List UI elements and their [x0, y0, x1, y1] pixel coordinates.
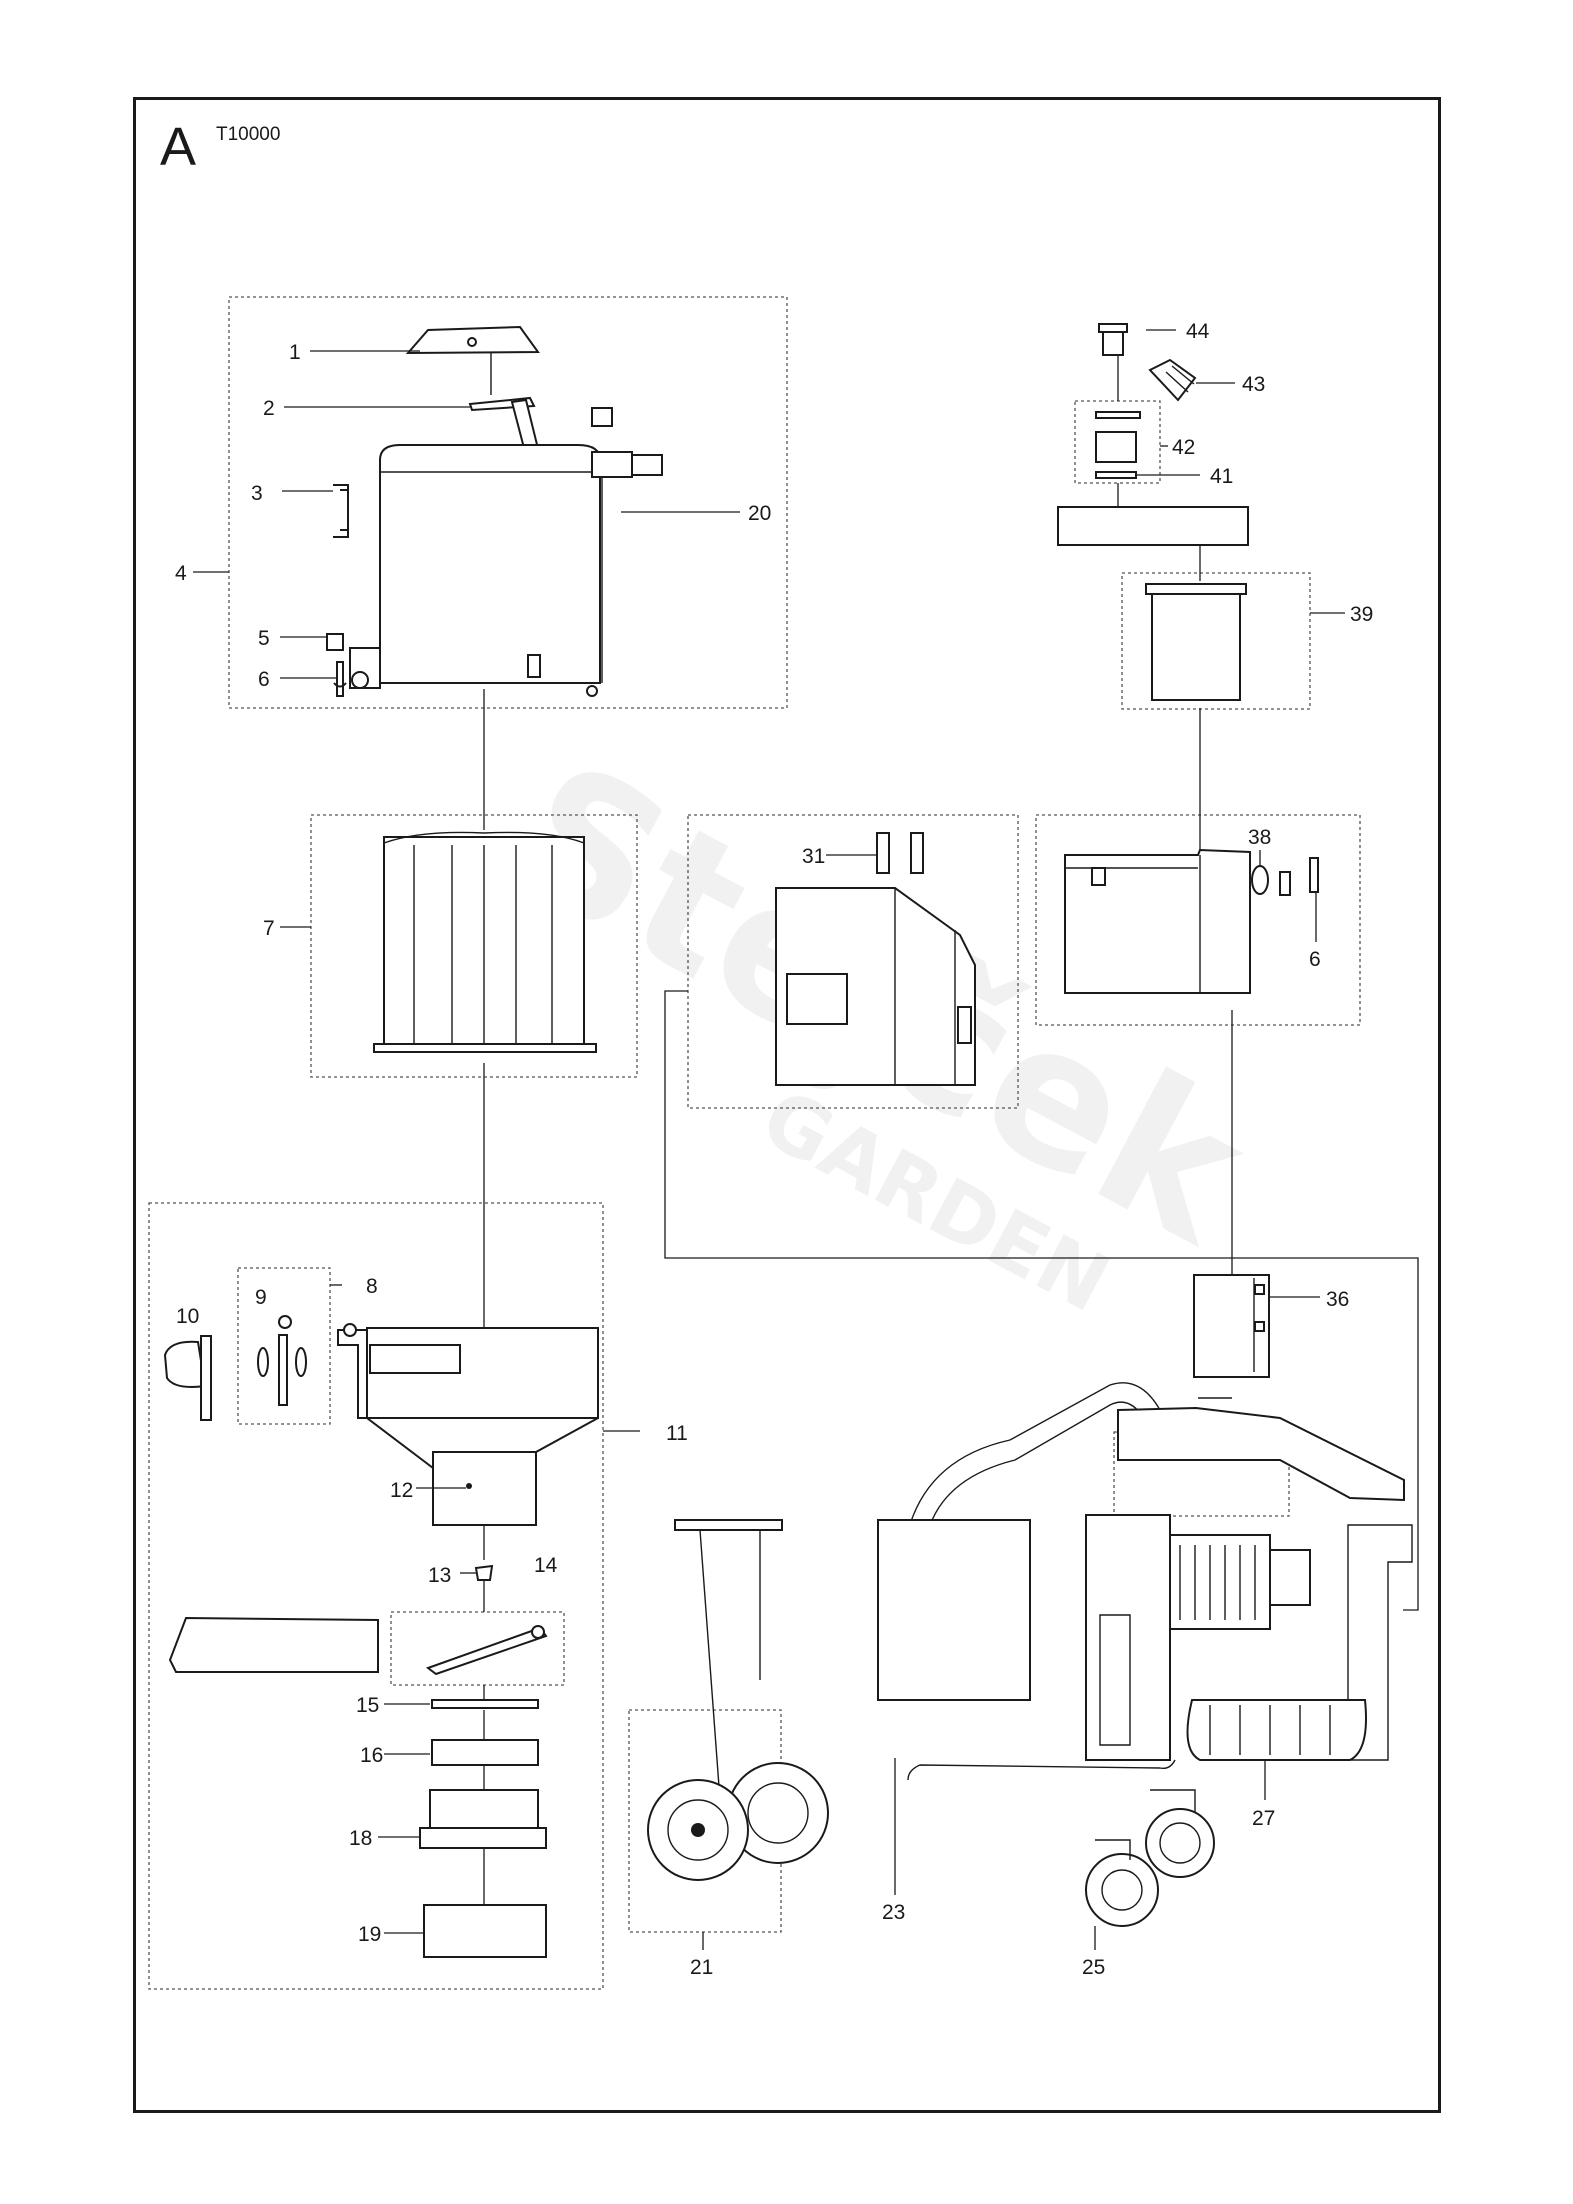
rear-wheels — [647, 1762, 829, 1881]
group-box-cover — [687, 814, 1019, 1109]
callout-6-right: 6 — [1309, 948, 1321, 971]
callouts: 1 2 3 4 5 6 7 8 9 10 11 12 13 14 15 16 1… — [175, 320, 1373, 1979]
tank-lid — [405, 325, 540, 355]
callout-39: 39 — [1350, 603, 1373, 626]
group-box-hopper — [148, 1202, 604, 1990]
group-box-bracket — [1113, 1431, 1290, 1517]
group-box-wheels — [628, 1709, 782, 1933]
callout-6: 6 — [258, 668, 270, 691]
front-casters — [1085, 1789, 1215, 1927]
callout-38: 38 — [1248, 826, 1271, 849]
callout-4: 4 — [175, 562, 187, 585]
callout-18: 18 — [349, 1827, 372, 1850]
callout-9: 9 — [255, 1286, 267, 1309]
callout-36: 36 — [1326, 1288, 1349, 1311]
tank-latch — [333, 661, 347, 697]
callout-41: 41 — [1210, 465, 1233, 488]
callout-44: 44 — [1186, 320, 1210, 343]
dust-container — [1145, 583, 1247, 701]
diagram-frame — [133, 97, 1441, 2113]
tank-handle — [333, 484, 349, 538]
inlet-nozzle — [1148, 358, 1197, 402]
group-box-upper-housing — [1035, 814, 1361, 1026]
filter-cartridge — [373, 831, 597, 1053]
callout-7: 7 — [263, 917, 275, 940]
callout-8: 8 — [366, 1275, 378, 1298]
leader-lines — [193, 329, 1345, 1950]
model-code: T10000 — [216, 124, 281, 145]
upper-frame — [1057, 506, 1249, 546]
callout-42: 42 — [1172, 436, 1195, 459]
gasket — [431, 1699, 539, 1709]
section-letter: A — [160, 117, 197, 177]
tank-body — [349, 407, 663, 697]
callout-13: 13 — [428, 1564, 451, 1587]
callout-25: 25 — [1082, 1956, 1105, 1979]
collection-bag — [423, 1904, 547, 1958]
seal-bracket — [278, 1315, 307, 1406]
connector-lines — [483, 354, 1419, 1905]
callout-1: 1 — [289, 341, 301, 364]
callout-20: 20 — [748, 502, 771, 525]
control-box — [1193, 1274, 1270, 1399]
side-cover — [775, 832, 976, 1086]
callout-3: 3 — [251, 482, 263, 505]
outlet-flange — [419, 1789, 547, 1849]
callout-12: 12 — [390, 1479, 413, 1502]
seal-ring-left — [257, 1347, 269, 1377]
upper-housing — [1064, 848, 1319, 994]
cyclone-module — [1095, 411, 1141, 479]
callout-15: 15 — [356, 1694, 379, 1717]
hopper-spout-plate — [168, 1616, 379, 1673]
sensor-head — [1098, 323, 1128, 356]
callout-31: 31 — [802, 845, 825, 868]
group-box-filter — [310, 814, 638, 1078]
group-box-tank — [228, 296, 788, 709]
callout-23: 23 — [882, 1901, 905, 1924]
callout-2: 2 — [263, 397, 275, 420]
callout-27: 27 — [1252, 1807, 1275, 1830]
adapter-ring — [431, 1739, 539, 1766]
group-box-seal — [237, 1267, 331, 1425]
motor-blower — [1169, 1534, 1367, 1761]
tank-plug — [326, 633, 344, 651]
valve-lever — [425, 1625, 548, 1676]
main-frame — [674, 1382, 1413, 1801]
callout-10: 10 — [176, 1305, 199, 1328]
group-box-valve — [390, 1611, 565, 1686]
hopper — [337, 1323, 599, 1526]
callout-21: 21 — [690, 1956, 713, 1979]
inlet-elbow — [163, 1335, 212, 1421]
callout-16: 16 — [360, 1744, 383, 1767]
callout-14: 14 — [534, 1554, 558, 1577]
callout-43: 43 — [1242, 373, 1265, 396]
callout-5: 5 — [258, 627, 270, 650]
bolt — [474, 1564, 494, 1581]
callout-19: 19 — [358, 1923, 381, 1946]
callout-11: 11 — [666, 1422, 688, 1445]
